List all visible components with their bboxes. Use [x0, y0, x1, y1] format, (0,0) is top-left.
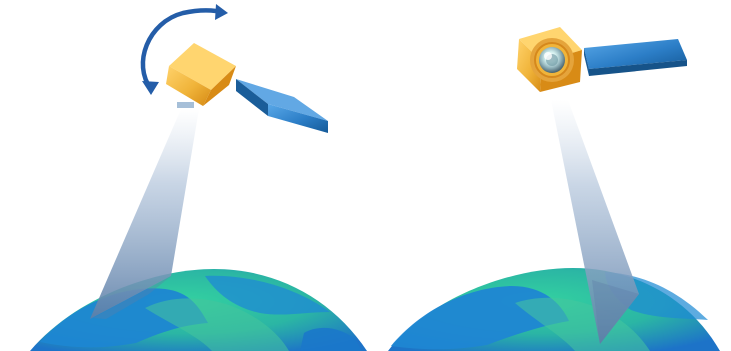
solar-panel-left	[236, 79, 328, 133]
right-scene	[388, 27, 720, 351]
solar-panel-right	[584, 39, 687, 76]
earth-surface-left	[30, 269, 367, 351]
left-scene	[30, 4, 367, 351]
satellite-left	[142, 4, 328, 133]
satellite-right	[517, 27, 687, 92]
earth-surface-right	[388, 268, 720, 351]
satellite-body-right	[517, 27, 582, 92]
satellite-body-left	[166, 43, 236, 108]
sensor-lens-icon	[539, 47, 565, 73]
